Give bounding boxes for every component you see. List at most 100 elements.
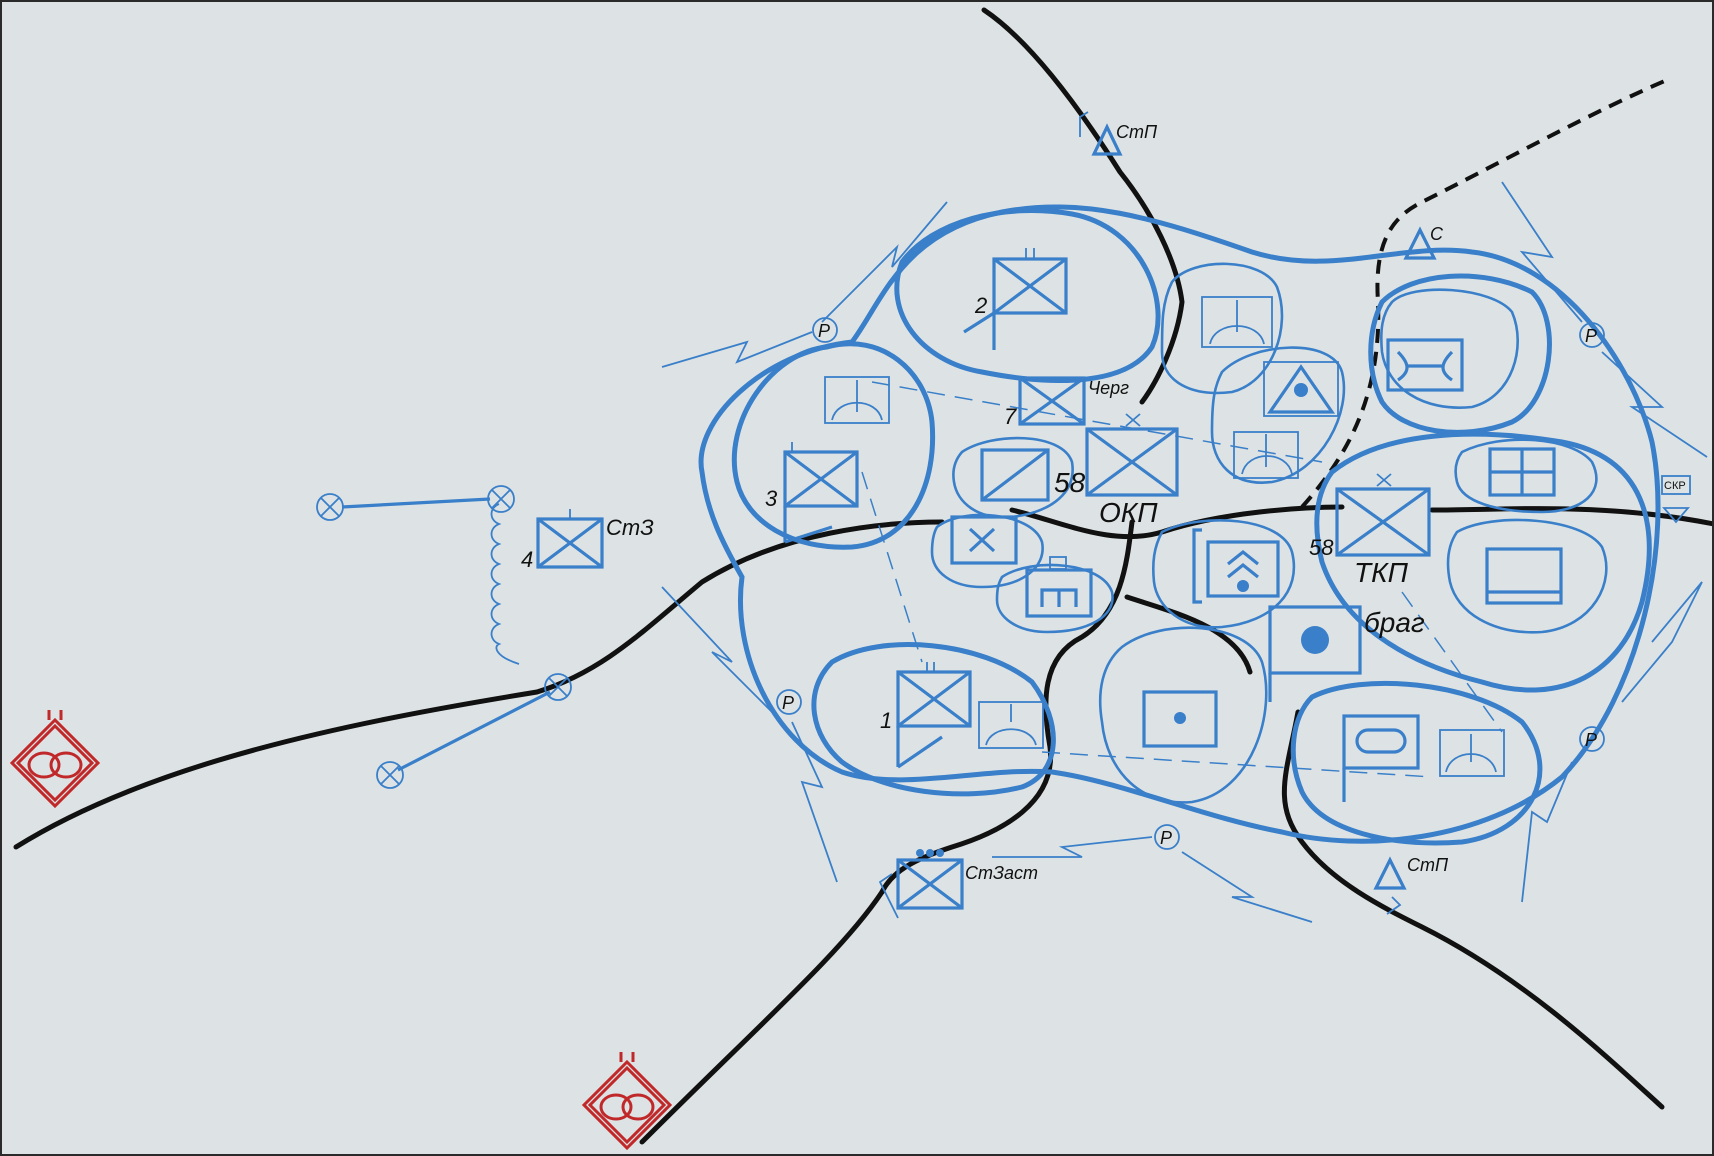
tkp-command-post-icon [1335, 473, 1431, 557]
zone-2-outline [894, 208, 1161, 384]
radio-link-se1 [1521, 761, 1573, 903]
mine-marker-icon [544, 673, 572, 701]
radio-link-s1 [791, 721, 838, 883]
radio-mark-label: Р [1160, 828, 1172, 848]
sub-east-1 [1454, 438, 1598, 514]
brag-label: браг [1364, 607, 1425, 638]
sub-ne [1380, 288, 1520, 409]
tkp-number-label: 58 [1309, 535, 1334, 560]
skr-label: СКР [1664, 480, 1686, 492]
unit-2-label: 2 [974, 293, 987, 318]
radio-mark-label: Р [1585, 730, 1597, 750]
mine-line-south [397, 690, 551, 772]
tkp-label: ТКП [1354, 557, 1409, 588]
unit-7-cherg-icon [1018, 376, 1086, 426]
stp-bottom-post-icon [1373, 856, 1407, 915]
observation-post-icon [1439, 729, 1505, 777]
supply-depot-icon [1488, 447, 1556, 497]
sub-positions [930, 262, 1608, 804]
mine-marker-icon [376, 761, 404, 789]
stz-label: СтЗ [606, 515, 654, 540]
connector-left [861, 471, 923, 663]
road-inner-link [1124, 594, 1253, 675]
radio-link-e2 [1621, 581, 1703, 703]
radio-link-w1 [661, 331, 813, 368]
medical-unit-icon [1142, 690, 1218, 748]
sub-east-2 [1446, 518, 1608, 634]
connector-top [871, 381, 1323, 463]
engineer-unit-icon [1386, 338, 1464, 392]
road-southeast [1281, 709, 1665, 1110]
brag-artillery-icon [1268, 605, 1362, 702]
cherg-label: Черг [1088, 378, 1129, 398]
enemy-tank-icon [9, 710, 101, 809]
chemical-unit-icon [1025, 556, 1093, 618]
wire-obstacle [490, 503, 520, 665]
skr-post-icon [1661, 475, 1691, 524]
road-northeast-dashed [1300, 78, 1668, 509]
okp-command-post-icon [1085, 413, 1179, 497]
radio-mark-label: Р [818, 321, 830, 341]
okp-number-label: 58 [1054, 467, 1086, 498]
east-unit-icon [1485, 547, 1563, 605]
mine-line-north [341, 497, 491, 509]
zone-3-outline [731, 341, 936, 550]
connector-lines [861, 381, 1503, 778]
stp-bottom-label: СтП [1407, 855, 1449, 875]
observation-post-icon [1233, 431, 1299, 479]
radio-station-icon: Р [1579, 726, 1605, 752]
radio-station-icon: Р [1154, 824, 1180, 850]
radio-link-n1 [821, 201, 948, 323]
zone-se-outline [1290, 680, 1543, 846]
stzast-outpost-icon [878, 849, 964, 919]
road-west [13, 519, 945, 850]
radio-links [661, 181, 1708, 923]
radio-stations: Р Р Р Р Р [776, 317, 1605, 850]
logistics-unit-icon [980, 448, 1050, 502]
unit-1-label: 1 [880, 708, 892, 733]
radio-link-ne1 [1501, 181, 1583, 323]
observation-post-icon [824, 376, 890, 424]
signal-unit-icon [1192, 528, 1280, 604]
observation-post-icon [978, 701, 1044, 749]
road-southwest [639, 889, 885, 1145]
radio-station-icon: Р [776, 689, 802, 715]
sub-center-4 [1151, 519, 1296, 629]
roads [13, 7, 1712, 1145]
repair-unit-flag-icon [1342, 714, 1420, 802]
unit-2-flag-icon [963, 248, 1068, 350]
unit-3-flag-icon [783, 442, 859, 544]
enemy-tank-icon [581, 1052, 673, 1151]
connector-bottom [1041, 751, 1433, 778]
zone-1-outline [811, 642, 1056, 797]
radio-link-s2 [992, 836, 1153, 858]
radio-mark-label: Р [782, 693, 794, 713]
maintenance-unit-icon [950, 515, 1018, 565]
stp-top-label: СтП [1116, 122, 1158, 142]
sub-center-1 [952, 436, 1074, 519]
radio-link-w2 [661, 586, 773, 713]
zone-ne-outline [1368, 273, 1552, 435]
mine-marker-icon [316, 493, 344, 521]
road-south-center [879, 519, 1135, 895]
air-defense-icon [1263, 361, 1339, 417]
radio-mark-label: Р [1585, 326, 1597, 346]
s-post-icon [1403, 226, 1437, 260]
stp-top-post-icon [1079, 111, 1123, 156]
unit-4-label: 4 [521, 547, 533, 572]
unit-1-flag-icon [896, 662, 972, 769]
observation-post-icon [1201, 296, 1273, 348]
unit-4-outpost-icon [536, 509, 604, 569]
okp-label: ОКП [1099, 497, 1158, 528]
unit-7-label: 7 [1004, 404, 1017, 429]
defense-zones [698, 204, 1661, 846]
radio-link-e1 [1601, 351, 1708, 458]
unit-3-label: 3 [765, 486, 778, 511]
sub-center-3 [995, 563, 1114, 634]
connector-right [1401, 591, 1503, 733]
sub-north-1 [1160, 262, 1284, 395]
radio-station-icon: Р [1579, 322, 1605, 348]
stzast-label: СтЗаст [965, 863, 1038, 883]
